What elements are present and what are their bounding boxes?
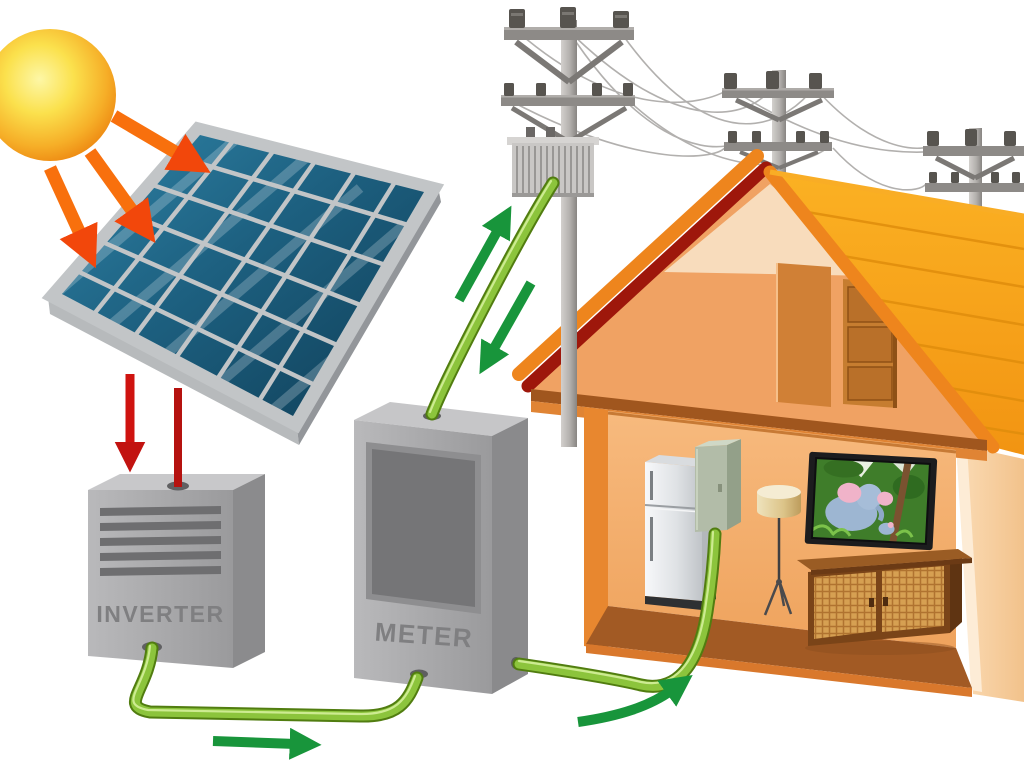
room-floor	[586, 606, 972, 688]
inverter-vents	[100, 506, 221, 576]
solar-panel	[41, 121, 445, 445]
arrow-from-grid	[479, 280, 536, 375]
television	[804, 451, 938, 551]
ac-flow-arrows	[212, 205, 693, 760]
sun	[0, 29, 116, 161]
arrow-meter-to-house	[577, 674, 693, 727]
inverter	[88, 388, 265, 668]
tv-screen-cartoon	[810, 456, 932, 545]
insulators-top	[509, 7, 629, 28]
breaker-panel	[695, 439, 741, 532]
roof	[763, 165, 1024, 455]
meter	[354, 402, 528, 694]
cable-meter-to-transformer	[425, 176, 560, 421]
floor-lamp	[757, 485, 801, 616]
room-left-wall-cut	[584, 407, 608, 650]
insulators-second	[504, 83, 633, 96]
cable-inverter-to-meter	[128, 641, 424, 723]
arrow-to-grid	[454, 205, 512, 303]
attic-interior-wall	[777, 263, 831, 407]
tv-cabinet	[797, 549, 972, 655]
sun-ray-arrows	[44, 110, 211, 269]
inverter-label: INVERTER	[96, 601, 225, 627]
arrow-inverter-to-meter	[212, 727, 322, 760]
